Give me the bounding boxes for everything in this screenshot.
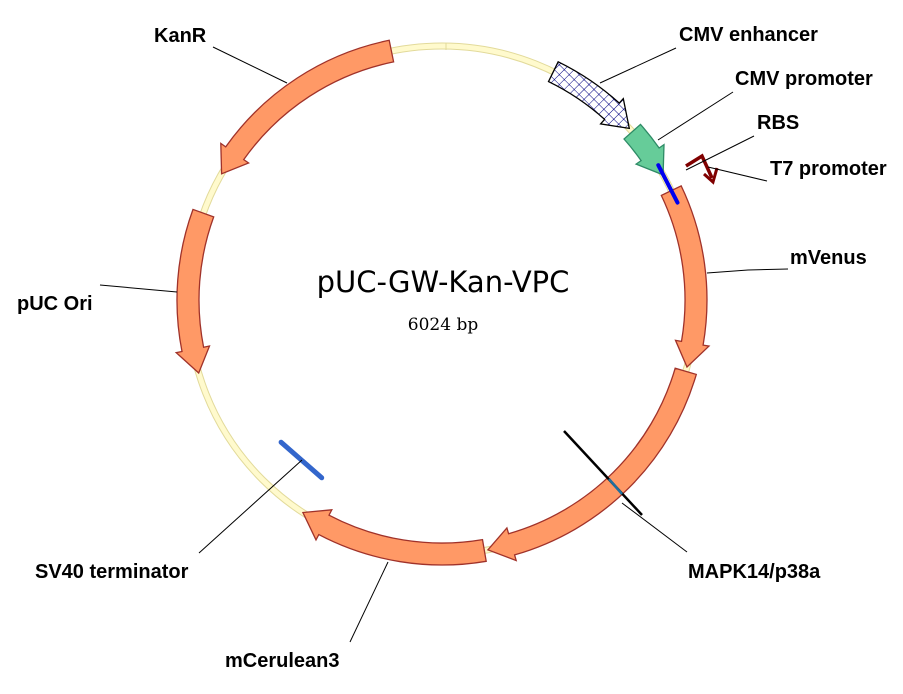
leader-line-mapk14 [621,502,688,553]
t7-promoter-arrow[interactable] [685,153,719,185]
label-cmv-enhancer: CMV enhancer [679,24,818,46]
mapk14-site-marker[interactable] [563,430,643,516]
mcerulean3-arrow[interactable] [301,509,487,566]
label-t7-promoter: T7 promoter [770,158,887,180]
features-layer [174,39,719,566]
label-sv40-terminator: SV40 terminator [35,561,189,583]
label-mvenus: mVenus [790,247,867,269]
leader-line-kanr [212,46,288,84]
mvenus-arrow[interactable] [660,185,711,369]
label-cmv-promoter: CMV promoter [735,68,873,90]
puc-ori-arrow[interactable] [174,208,215,375]
label-mcerulean3: mCerulean3 [225,650,340,672]
label-mapk14: MAPK14/p38a [688,561,821,583]
label-puc-ori: pUC Ori [17,293,93,315]
plasmid-name: pUC-GW-Kan-VPC [317,265,570,299]
leader-line-mvenus [706,268,789,274]
leader-line-t7-promoter [707,166,768,182]
leader-line-cmv-enhancer [599,47,677,84]
leader-line-cmv-promoter [657,91,734,141]
leader-line-rbs [685,135,755,171]
cmv-promoter-arrow[interactable] [623,123,665,176]
cmv-enhancer-arrow[interactable] [547,60,631,130]
leader-lines [99,46,789,643]
leader-line-mcerulean3 [349,561,389,643]
kanr-arrow[interactable] [220,39,395,175]
label-rbs: RBS [757,112,799,134]
leader-line-puc-ori [99,284,178,293]
label-kanr: KanR [154,25,207,47]
mapk14-site-marker-inner [608,478,623,495]
mapk14-arrow[interactable] [486,367,698,562]
leader-line-sv40-terminator [198,459,303,554]
plasmid-size: 6024 bp [408,315,479,335]
rbs-marker[interactable] [656,163,680,205]
